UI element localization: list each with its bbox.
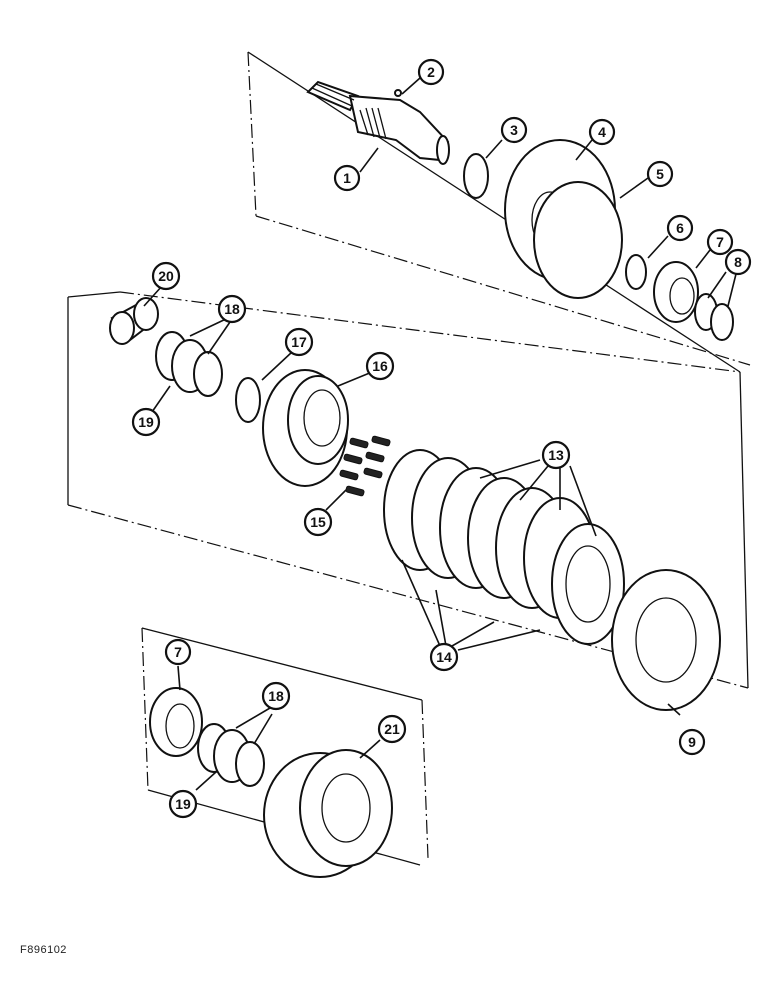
svg-text:2: 2 xyxy=(427,64,435,80)
svg-text:20: 20 xyxy=(158,268,174,284)
callout-13: 13 xyxy=(541,440,571,470)
svg-text:3: 3 xyxy=(510,122,518,138)
callout-5: 5 xyxy=(646,160,674,188)
callout-18: 18 xyxy=(217,294,247,324)
svg-text:5: 5 xyxy=(656,166,664,182)
part-seal-ring xyxy=(533,181,623,299)
svg-text:7: 7 xyxy=(174,644,182,660)
part-springs xyxy=(339,435,391,497)
part-drum xyxy=(611,569,721,711)
svg-text:1: 1 xyxy=(343,170,351,186)
callout-3: 3 xyxy=(500,116,528,144)
svg-text:18: 18 xyxy=(224,301,240,317)
part-thrust-bearing-lower xyxy=(197,723,265,787)
svg-text:17: 17 xyxy=(291,334,307,350)
svg-text:14: 14 xyxy=(436,649,452,665)
callout-15: 15 xyxy=(303,507,333,537)
part-needle-cage xyxy=(109,297,159,345)
callout-9: 9 xyxy=(678,728,706,756)
callout-17: 17 xyxy=(284,327,314,357)
part-bearing-lower xyxy=(149,687,203,757)
part-washers xyxy=(694,293,734,341)
callout-19: 19 xyxy=(131,407,161,437)
svg-text:7: 7 xyxy=(716,234,724,250)
callout-8: 8 xyxy=(724,248,752,276)
svg-text:4: 4 xyxy=(598,124,606,140)
svg-text:13: 13 xyxy=(548,447,564,463)
part-small-snap-ring xyxy=(625,254,647,290)
svg-text:21: 21 xyxy=(384,721,400,737)
part-clutch-snap-ring xyxy=(235,377,261,423)
part-ring-gear xyxy=(263,749,393,878)
part-clutch-plates xyxy=(383,449,625,645)
leader-lines xyxy=(143,77,737,791)
callout-18-lower: 18 xyxy=(261,681,291,711)
part-bearing xyxy=(653,261,699,323)
callout-19-lower: 19 xyxy=(168,789,198,819)
callout-16: 16 xyxy=(365,351,395,381)
figure-code: F896102 xyxy=(20,944,67,956)
callout-21: 21 xyxy=(377,714,407,744)
svg-text:9: 9 xyxy=(688,734,696,750)
callout-4: 4 xyxy=(588,118,616,146)
callout-14: 14 xyxy=(429,642,459,672)
part-snap-ring xyxy=(463,153,489,199)
callout-7-lower: 7 xyxy=(164,638,192,666)
svg-text:16: 16 xyxy=(372,358,388,374)
callout-7: 7 xyxy=(706,228,734,256)
svg-text:8: 8 xyxy=(734,254,742,270)
part-clutch-hub xyxy=(262,369,349,487)
callout-2: 2 xyxy=(417,58,445,86)
svg-text:19: 19 xyxy=(138,414,154,430)
callout-20: 20 xyxy=(151,261,181,291)
callout-6: 6 xyxy=(666,214,694,242)
svg-text:19: 19 xyxy=(175,796,191,812)
callout-1: 1 xyxy=(333,164,361,192)
svg-text:18: 18 xyxy=(268,688,284,704)
svg-text:15: 15 xyxy=(310,514,326,530)
part-shaft xyxy=(306,80,450,165)
part-thrust-bearing-upper xyxy=(155,331,223,397)
svg-text:6: 6 xyxy=(676,220,684,236)
